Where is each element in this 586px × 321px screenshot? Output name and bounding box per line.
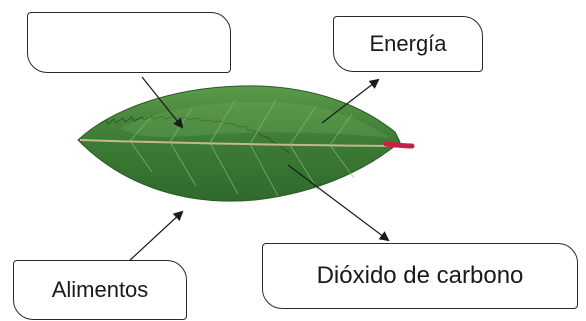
leaf-icon (78, 86, 412, 201)
food-label: Alimentos (52, 277, 149, 303)
arrow-icon-food-to-leaf (128, 212, 182, 262)
carbon-dioxide-label: Dióxido de carbono (317, 262, 524, 290)
carbon-dioxide-label-box: Dióxido de carbono (262, 243, 578, 309)
leaf-stem (386, 144, 412, 146)
energy-label-box: Energía (333, 16, 483, 72)
energy-label: Energía (369, 31, 446, 57)
food-label-box: Alimentos (13, 260, 187, 320)
empty-label-box (27, 12, 231, 73)
